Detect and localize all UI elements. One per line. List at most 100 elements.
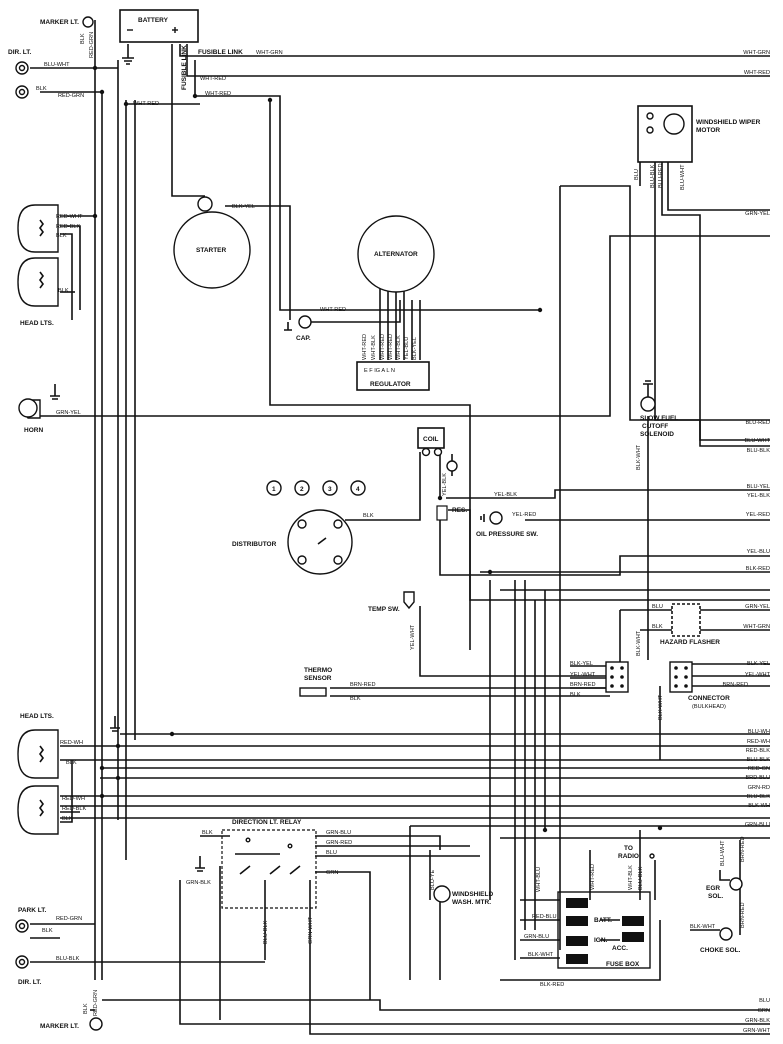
- ground-symbol: [122, 44, 134, 65]
- wire-label: WHT-RED: [320, 307, 346, 313]
- wire-label: GRN-YEL: [56, 410, 81, 416]
- wire-label: YEL-BLK: [442, 473, 448, 496]
- connector-bulkhead: CONNECTOR (BULKHEAD) BLK-YEL YEL-WHT BRN…: [570, 661, 730, 720]
- wire-label: WHT-RED: [362, 334, 368, 360]
- wire-label: BLK-WHT: [528, 952, 554, 958]
- wire-label: BLK: [363, 513, 374, 519]
- wire-label: RED-BLK: [62, 806, 87, 812]
- starter-label: STARTER: [196, 247, 227, 254]
- head-lts-bottom-label: HEAD LTS.: [20, 713, 54, 720]
- wire-label: RED-WH: [60, 740, 83, 746]
- wire-label: BLK-YEL: [570, 661, 593, 667]
- right-label: RED-GN: [748, 766, 770, 772]
- regulator-label: REGULATOR: [370, 381, 411, 388]
- wire-label: RED-WH: [62, 796, 85, 802]
- battery: BATTERY FUSIBLE LINK FUSIBLE LINK: [119, 9, 243, 90]
- egr-label-2: SOL.: [708, 893, 723, 900]
- head-lts-top: HEAD LTS. RED-WHT RED-BLK BLK BLK: [17, 204, 83, 327]
- slow-fuel-label-1: SLOW FUEL: [640, 415, 678, 422]
- junction-dots: [92, 65, 663, 833]
- thermo-label-2: SENSOR: [304, 675, 332, 682]
- oil-pressure-sw-label: OIL PRESSURE SW.: [476, 531, 538, 538]
- regulator: E F IG A L N REGULATOR WHT-RED WHT-BLK W…: [356, 334, 430, 391]
- regulator-terminals: E F IG A L N: [364, 368, 395, 374]
- wire-label: GRN-BLU: [524, 934, 549, 940]
- wiper-label-1: WINDSHIELD WIPER: [696, 119, 761, 126]
- wire-label: BLK-WHT: [636, 444, 642, 470]
- acc-label: ACC.: [612, 945, 628, 952]
- cyl-2: 2: [300, 486, 304, 493]
- wire-label: RED-GRN: [89, 32, 95, 58]
- wire-label: BLK: [80, 33, 86, 44]
- marker-lt-top-label: MARKER LT.: [40, 19, 79, 26]
- wire-label: BLU: [652, 604, 663, 610]
- cap-label: CAP.: [296, 335, 311, 342]
- wire-label: BLK: [62, 816, 73, 822]
- oil-pressure-switch: YEL-RED OIL PRESSURE SW.: [476, 511, 538, 538]
- choke-solenoid: CHOKE SOL. BRN-RED BLK-WHT: [690, 903, 746, 954]
- wire-label: BRN-RED: [570, 682, 595, 688]
- wire-label: BLK: [36, 86, 47, 92]
- right-label: BLU-YEL: [747, 484, 770, 490]
- cyl-3: 3: [328, 486, 332, 493]
- right-label: YEL-BLU: [747, 549, 770, 555]
- wire-label: YEL-WHT: [410, 624, 416, 650]
- wire-label: WHT-RED: [590, 864, 596, 890]
- wire-label: BLU: [634, 169, 640, 180]
- coil: COIL YEL-BLK YEL-BLK RES.: [417, 427, 517, 521]
- wire-label: BLK: [42, 928, 53, 934]
- wire-label: BLU-WHT: [44, 62, 70, 68]
- right-label: WHT-GRN: [743, 624, 770, 630]
- fuse-box-label: FUSE BOX: [606, 961, 640, 968]
- coil-label: COIL: [423, 436, 439, 443]
- wire-label: GRN-BLU: [326, 830, 351, 836]
- connector-label-2: (BULKHEAD): [692, 704, 726, 710]
- wire-label: BLK: [83, 1003, 89, 1014]
- starter: STARTER BLK-YEL: [173, 196, 255, 289]
- right-label: GRN-WHT: [743, 1028, 771, 1034]
- right-label: WHT-RED: [744, 70, 770, 76]
- alternator-label: ALTERNATOR: [374, 251, 418, 258]
- right-label: GRN-YEL: [745, 211, 770, 217]
- wire-label: BLK: [570, 692, 581, 698]
- slow-fuel-label-2: CUTOFF: [642, 423, 668, 430]
- connector-label-1: CONNECTOR: [688, 695, 730, 702]
- dir-lt-bottom-label: DIR. LT.: [18, 979, 42, 986]
- wire-label: BRN-RED: [740, 837, 746, 862]
- horn: HORN GRN-YEL: [18, 384, 81, 434]
- marker-lt-bottom: MARKER LT. BLK RED-GRN: [40, 990, 103, 1031]
- wire-label: RED-WHT: [56, 214, 83, 220]
- dir-lt-bottom: DIR. LT. BLU-BLK: [15, 955, 80, 986]
- wire-label: WHT-RED: [133, 101, 159, 107]
- park-lt: PARK LT. RED-GRN BLK: [15, 907, 82, 934]
- wire-label: RED-BLK: [56, 224, 81, 230]
- egr-solenoid: EGR SOL. BLU-WHT BRN-RED: [706, 837, 746, 900]
- wire-label: YEL-WHT: [570, 672, 596, 678]
- batt-label: BATT.: [594, 917, 612, 924]
- head-lts-top-label: HEAD LTS.: [20, 320, 54, 327]
- right-label: BLU-BLK: [747, 794, 771, 800]
- right-label: BRD-BLU: [745, 775, 770, 781]
- washer-label-2: WASH. MTR.: [452, 899, 491, 906]
- wire-label: GRN: [326, 870, 338, 876]
- right-label: BLK-RED: [746, 566, 770, 572]
- wire-label: WHT-RED: [200, 76, 226, 82]
- choke-sol-label: CHOKE SOL.: [700, 947, 741, 954]
- res-label: RES.: [452, 507, 467, 514]
- wire-label: WHT-RED: [388, 334, 394, 360]
- right-wire-labels: WHT-GRN WHT-RED GRN-YEL BLU-RED BLU-WHT …: [723, 50, 771, 1034]
- wire-label: BLU: [326, 850, 337, 856]
- right-label: BLU-WHT: [745, 438, 771, 444]
- right-label: RED-WH: [747, 739, 770, 745]
- wire-label: BLU-BLK: [650, 164, 656, 188]
- windshield-washer-motor: WINDSHIELD WASH. MTR. BLU-YE: [430, 870, 493, 906]
- wire-label: YEL-BLU: [404, 337, 410, 360]
- wire-label: BLK-WHT: [636, 630, 642, 656]
- wire-label: BRN-RED: [350, 682, 375, 688]
- to-radio-label-1: TO: [624, 845, 633, 852]
- right-label: WHT-GRN: [743, 50, 770, 56]
- wire-label: BLK: [66, 760, 77, 766]
- wire-label: BLU-RED: [658, 163, 664, 188]
- right-label: RED-BLK: [746, 748, 771, 754]
